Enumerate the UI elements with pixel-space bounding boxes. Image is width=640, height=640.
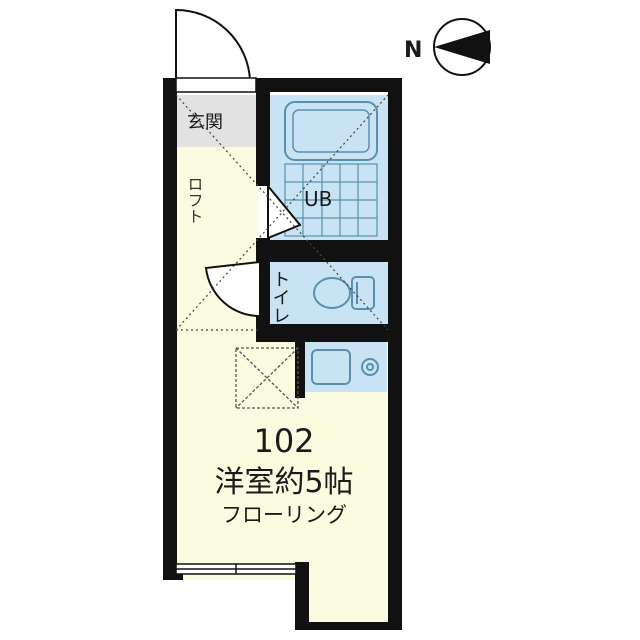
- kitchen-fixture: [311, 349, 379, 385]
- compass-label: N: [404, 38, 422, 63]
- compass: N: [404, 18, 491, 76]
- storage-hatch: [235, 347, 299, 409]
- window-bottom: [175, 563, 297, 575]
- entrance-floor: [176, 95, 256, 147]
- label-main-room: 洋室約5帖: [214, 465, 353, 500]
- main-room-area: [172, 95, 258, 580]
- label-entrance: 玄関: [187, 112, 223, 133]
- entrance-door: [175, 8, 252, 81]
- loft-outline: [175, 94, 389, 331]
- toilet-area: [270, 262, 392, 324]
- bath-floor-grid: [284, 163, 378, 237]
- label-bath: UB: [304, 187, 332, 211]
- bathtub: [284, 101, 378, 161]
- label-unit-number: 102: [253, 422, 314, 460]
- bath-door: [267, 183, 302, 240]
- toilet-fixture: [313, 276, 375, 310]
- toilet-door: [204, 260, 261, 318]
- bathtub-inner: [292, 109, 370, 153]
- label-toilet: トイレ: [270, 270, 291, 324]
- main-room-tail: [303, 575, 392, 630]
- label-flooring: フローリング: [221, 503, 347, 527]
- walls: [163, 78, 402, 630]
- entrance-door-opening: [175, 77, 257, 93]
- label-loft: ロフト: [185, 176, 204, 224]
